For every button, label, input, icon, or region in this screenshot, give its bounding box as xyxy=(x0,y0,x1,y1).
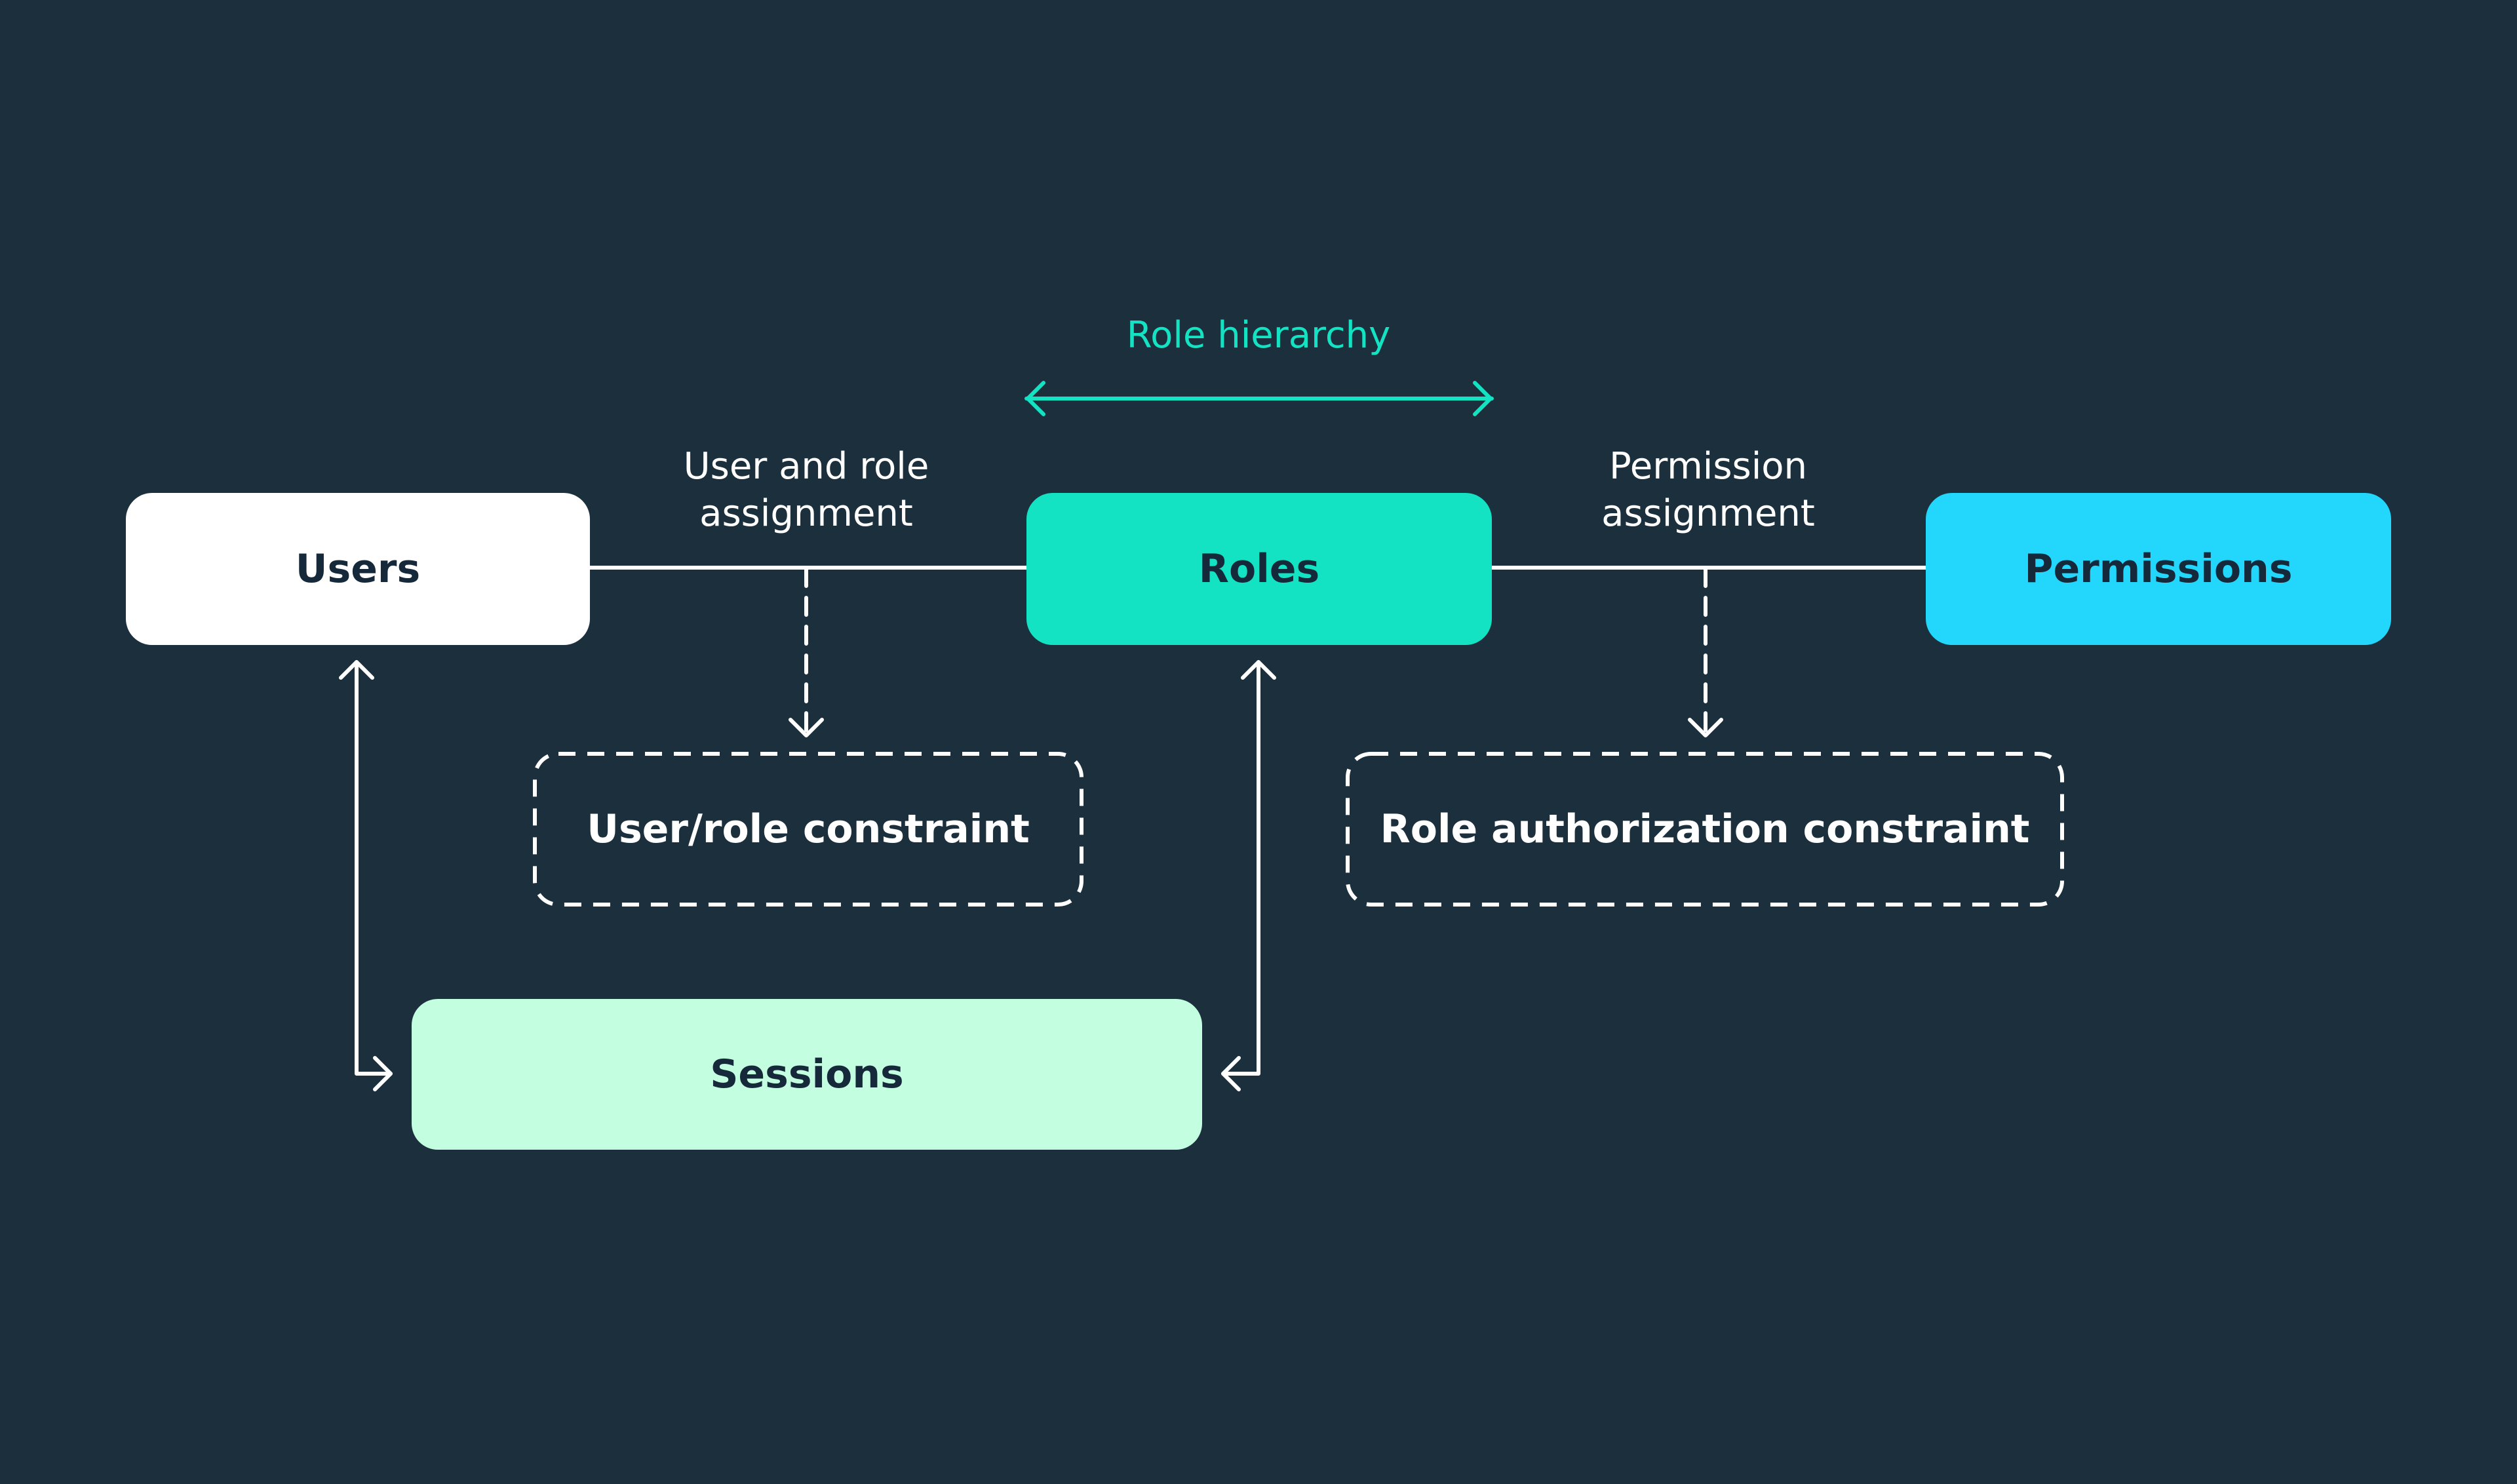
role-authorization-constraint-node: Role authorization constraint xyxy=(1380,806,2030,852)
roles-sessions-arrow xyxy=(1221,660,1276,1091)
sessions-node: Sessions xyxy=(412,999,1202,1150)
user-role-constraint-border xyxy=(533,752,1083,907)
role-authorization-constraint-arrow xyxy=(1688,567,1723,737)
role-authorization-constraint-border xyxy=(1346,752,2064,907)
user-role-assignment-label: User and role assignment xyxy=(596,443,1016,537)
roles-node: Roles xyxy=(1026,493,1492,645)
permission-assignment-label-line-1: Permission xyxy=(1609,445,1808,488)
users-node: Users xyxy=(126,493,590,645)
role-hierarchy-arrow xyxy=(1024,381,1494,416)
user-role-constraint-node: User/role constraint xyxy=(587,806,1030,852)
role-hierarchy-label: Role hierarchy xyxy=(1126,314,1391,357)
permissions-node: Permissions xyxy=(1926,493,2391,645)
permission-assignment-label: Permission assignment xyxy=(1498,443,1918,537)
user-role-assignment-label-line-1: User and role xyxy=(683,445,929,488)
user-role-assignment-label-line-2: assignment xyxy=(699,492,913,535)
users-sessions-arrow xyxy=(339,660,393,1091)
permission-assignment-label-line-2: assignment xyxy=(1601,492,1815,535)
user-role-constraint-arrow xyxy=(789,567,824,737)
